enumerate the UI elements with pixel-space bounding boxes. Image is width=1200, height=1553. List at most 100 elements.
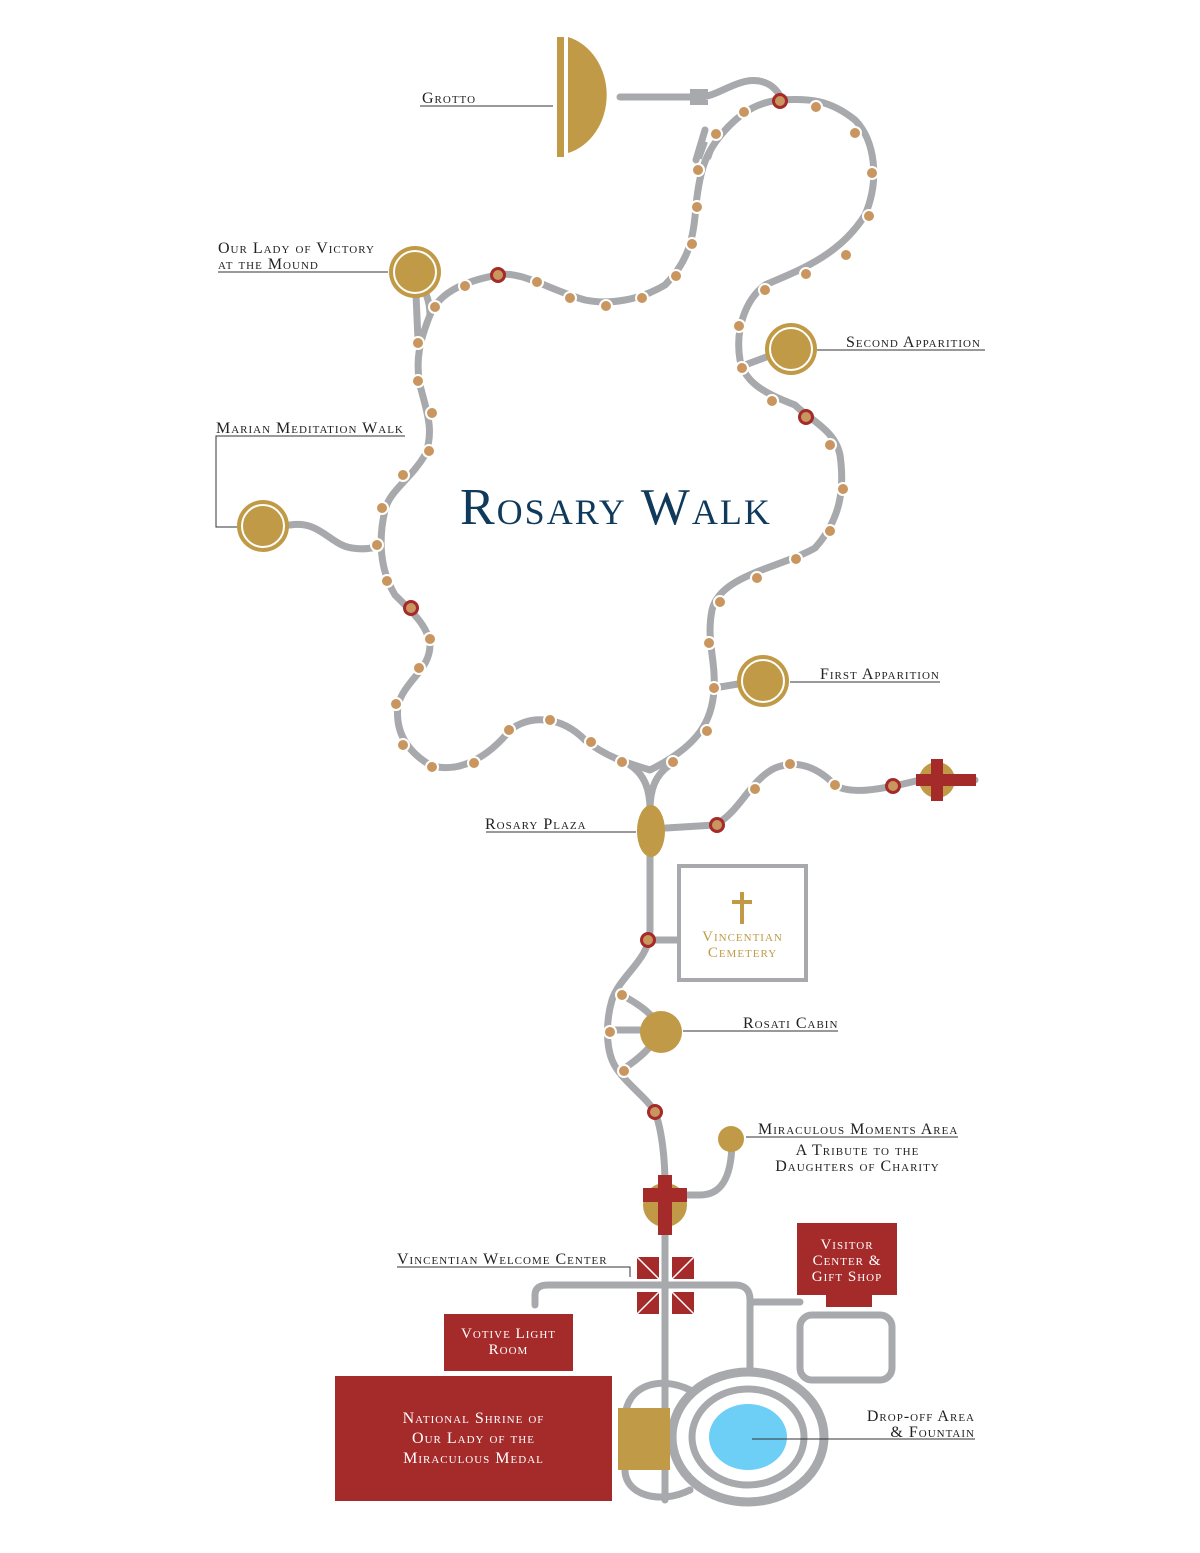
cross-icon[interactable] [643,1175,687,1235]
label-our-lady-victory: Our Lady of Victory at the Mound [218,240,375,273]
national-shrine-building[interactable] [335,1376,612,1501]
label-miraculous-tribute: A Tribute to the Daughters of Charity [775,1142,940,1175]
label-welcome-center: Vincentian Welcome Center [397,1251,608,1268]
our-father-bead-icon [490,267,506,283]
cemetery-label: Vincentian Cemetery [702,929,783,961]
rosary-bead-icon [713,595,727,609]
rosary-bead-icon [425,406,439,420]
rosary-bead-icon [370,538,384,552]
national-shrine-label: National Shrine of Our Lady of the Mirac… [402,1410,545,1467]
rosary-bead-icon [530,275,544,289]
rosary-bead-icon [380,574,394,588]
rosary-bead-icon [458,279,472,293]
station-our-lady-victory[interactable] [389,246,441,298]
cross-icon[interactable] [916,759,976,801]
rosary-bead-icon [783,757,797,771]
our-father-bead-icon [772,93,788,109]
rosary-bead-icon [425,760,439,774]
vincentian-cemetery-box[interactable] [677,864,808,982]
rosary-bead-icon [411,336,425,350]
rosary-bead-icon [789,552,803,566]
rosary-bead-icon [862,209,876,223]
label-first-apparition: First Apparition [820,666,940,683]
rosary-bead-icon [412,661,426,675]
rosary-bead-icon [702,636,716,650]
rosary-bead-icon [396,738,410,752]
rosary-bead-icon [691,163,705,177]
rosary-bead-icon [839,248,853,262]
rosary-bead-icon [617,1064,631,1078]
rosary-bead-icon [735,361,749,375]
leader-lines [215,105,985,1440]
shrine-entrance-plaza [618,1408,670,1470]
visitor-parking-loop [796,1311,896,1384]
label-rosati-cabin: Rosati Cabin [743,1015,839,1032]
rosary-bead-icon [543,713,557,727]
rosary-bead-icon [502,723,516,737]
label-marian-meditation: Marian Meditation Walk [216,420,404,437]
rosary-bead-icon [700,724,714,738]
cross-icon [740,892,744,924]
visitor-center-label: Visitor Center & Gift Shop [811,1237,883,1285]
station-first-apparition[interactable] [737,655,789,707]
rosary-bead-icon [758,283,772,297]
marian-spur-path [286,520,384,553]
rosary-bead-icon [732,319,746,333]
east-spur-path [662,760,979,832]
rosary-bead-icon [823,438,837,452]
rosary-bead-icon [599,299,613,313]
rosary-bead-icon [828,778,842,792]
label-dropoff: Drop-off Area & Fountain [866,1408,975,1441]
rosary-bead-icon [865,166,879,180]
rosary-bead-icon [615,988,629,1002]
rosary-bead-icon [422,444,436,458]
our-father-bead-icon [647,1104,663,1120]
grotto-icon[interactable] [557,37,717,160]
grotto-path-2 [692,126,709,164]
rosary-bead-icon [615,755,629,769]
rosary-bead-icon [411,374,425,388]
rosary-bead-icon [669,269,683,283]
rosary-bead-icon [823,524,837,538]
dropoff-inner-ring [688,1385,808,1489]
label-grotto: Grotto [422,90,477,107]
rosary-bead-icon [836,482,850,496]
station-miraculous-moments[interactable] [718,1126,744,1152]
rosary-plaza-icon[interactable] [637,805,665,857]
label-rosary-plaza: Rosary Plaza [485,816,587,833]
rosary-loop-path [377,95,878,774]
rosary-bead-icon [603,1025,617,1039]
our-father-bead-icon [709,817,725,833]
dropoff-outer-ring [667,1367,829,1507]
welcome-center-icon[interactable] [636,1256,695,1315]
visitor-center-building[interactable] [797,1223,897,1307]
station-marian-meditation[interactable] [237,500,289,552]
rosary-beads [370,100,879,1078]
rosary-bead-icon [423,632,437,646]
rosary-bead-icon [396,468,410,482]
our-father-bead-icon [798,409,814,425]
rosary-bead-icon [737,105,751,119]
fountain-icon[interactable] [709,1404,787,1470]
station-second-apparition[interactable] [765,323,817,375]
miraculous-spur [661,1136,736,1199]
south-trunk-path [604,851,669,1504]
label-second-apparition: Second Apparition [846,334,981,351]
map-title: Rosary Walk [460,479,772,536]
rosary-bead-icon [809,100,823,114]
votive-light-room-building[interactable] [444,1314,573,1371]
rosary-bead-icon [690,200,704,214]
rosary-bead-icon [709,127,723,141]
rosary-bead-icon [765,394,779,408]
rosary-bead-icon [750,571,764,585]
rosary-bead-icon [389,697,403,711]
station-rosati-cabin[interactable] [640,1011,682,1053]
rosary-bead-icon [563,291,577,305]
rosary-bead-icon [799,267,813,281]
rosary-bead-icon [428,300,442,314]
welcome-crosspath [531,1281,754,1374]
rosary-bead-icon [467,756,481,770]
rosary-bead-icon [748,782,762,796]
our-father-bead-icon [403,600,419,616]
